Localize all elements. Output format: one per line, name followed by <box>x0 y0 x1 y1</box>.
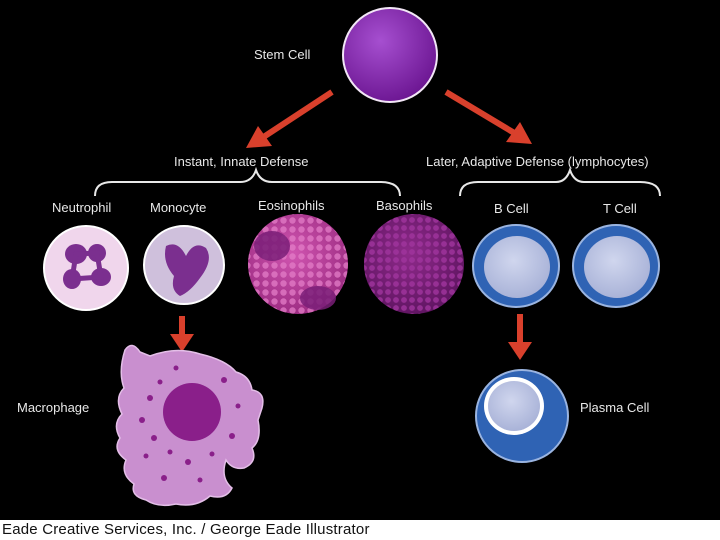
arrow-to-plasma-cell <box>508 314 532 360</box>
monocyte-label: Monocyte <box>150 200 207 215</box>
plasma-cell <box>475 369 569 463</box>
neutrophil-cell <box>43 225 129 311</box>
diagram-canvas: Stem Cell Instant, Innate Defense Later,… <box>0 0 720 520</box>
image-credit: Eade Creative Services, Inc. / George Ea… <box>2 521 370 538</box>
t-cell <box>572 224 660 308</box>
diagram-artwork <box>43 7 661 507</box>
basophils-label: Basophils <box>376 198 433 213</box>
b-cell <box>472 224 560 308</box>
arrow-to-innate <box>246 89 334 148</box>
macrophage-cell <box>115 344 264 507</box>
t-cell-label: T Cell <box>603 201 637 216</box>
stem-cell-label: Stem Cell <box>254 47 311 62</box>
plasma-cell-label: Plasma Cell <box>580 400 650 415</box>
eosinophil-cell <box>248 214 348 314</box>
adaptive-defense-label: Later, Adaptive Defense (lymphocytes) <box>426 154 649 169</box>
innate-defense-label: Instant, Innate Defense <box>174 154 309 169</box>
monocyte-cell <box>143 225 225 305</box>
arrow-to-macrophage <box>170 316 194 352</box>
basophil-cell <box>364 214 464 314</box>
innate-brace <box>94 166 401 197</box>
stem-cell <box>342 7 438 103</box>
arrow-to-adaptive <box>444 89 532 144</box>
macrophage-label: Macrophage <box>17 400 90 415</box>
neutrophil-label: Neutrophil <box>52 200 112 215</box>
eosinophils-label: Eosinophils <box>258 198 325 213</box>
adaptive-brace <box>459 166 661 197</box>
b-cell-label: B Cell <box>494 201 529 216</box>
